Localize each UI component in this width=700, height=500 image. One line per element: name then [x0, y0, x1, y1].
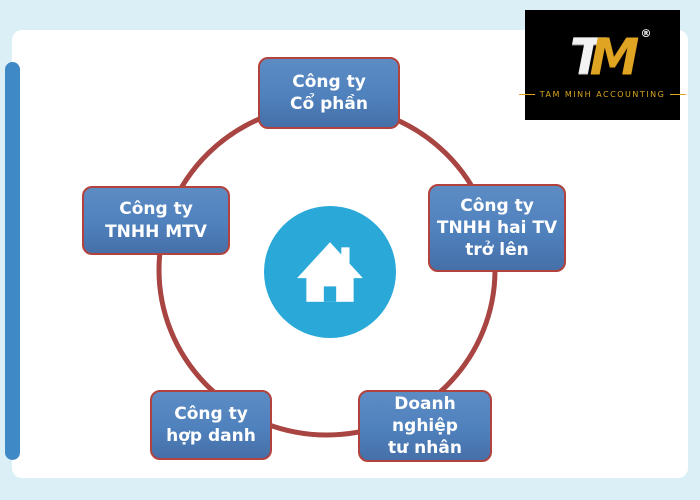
node-label-line: Công ty [174, 403, 248, 424]
node-label-line: TNHH MTV [105, 221, 207, 242]
logo-rule-left [518, 93, 535, 95]
node-cong-ty-hop-danh: Công ty hợp danh [150, 390, 272, 460]
node-label-line: Công ty [292, 71, 366, 92]
logo-letter-m: M [589, 27, 640, 86]
registered-trademark-icon: ® [640, 26, 652, 40]
logo-rule-right [670, 93, 687, 95]
logo-tam-minh: TM ® TAM MINH ACCOUNTING [518, 10, 687, 120]
logo-tm-monogram: TM ® [570, 28, 652, 82]
house-icon [297, 242, 363, 302]
node-label-line: hợp danh [166, 426, 256, 446]
node-cong-ty-tnhh-hai-tv: Công ty TNHH hai TV trở lên [428, 184, 566, 272]
node-label-line: Công ty [460, 195, 534, 216]
node-label-line: Cổ phần [290, 94, 368, 114]
logo-subtitle-text: TAM MINH ACCOUNTING [539, 89, 666, 99]
logo-subtitle: TAM MINH ACCOUNTING [518, 89, 687, 99]
node-cong-ty-tnhh-mtv: Công ty TNHH MTV [82, 186, 230, 255]
node-doanh-nghiep-tu-nhan: Doanh nghiệp tư nhân [358, 390, 492, 462]
left-accent-bar [5, 62, 20, 460]
node-label-line: Công ty [119, 199, 193, 220]
node-label-line: trở lên [465, 240, 529, 261]
center-circle [264, 206, 396, 338]
node-label-line: Doanh nghiệp [392, 393, 458, 436]
node-label-line: tư nhân [388, 438, 462, 459]
node-cong-ty-co-phan: Công ty Cổ phần [258, 57, 400, 129]
node-label-line: TNHH hai TV [436, 217, 558, 238]
logo-letter-t: T [569, 27, 604, 86]
